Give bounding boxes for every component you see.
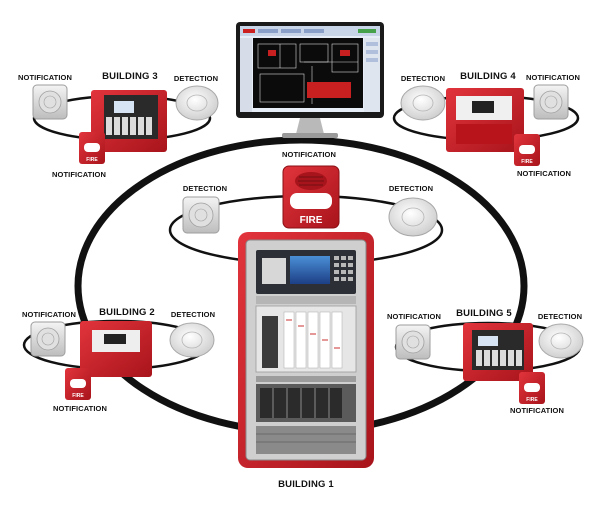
building1-smoke-detector	[388, 197, 438, 237]
monitor-workstation	[236, 22, 384, 138]
building4-smoke-detector	[400, 85, 446, 121]
building3-title: BUILDING 3	[102, 71, 158, 82]
notification-label-building2-strobe: NOTIFICATION	[53, 404, 107, 413]
detection-label-building1-left: DETECTION	[182, 184, 228, 193]
building2-title: BUILDING 2	[99, 307, 155, 318]
building2-speaker	[30, 321, 66, 357]
detection-label-building1-right: DETECTION	[388, 184, 434, 193]
building2-horn-strobe: FIRE	[65, 368, 91, 400]
central-horn-strobe: FIRE	[282, 165, 340, 229]
notification-label-building3-strobe: NOTIFICATION	[52, 170, 106, 179]
detection-label-building2: DETECTION	[170, 310, 216, 319]
building2-panel	[80, 321, 152, 377]
building5-horn-fire-text: FIRE	[526, 397, 538, 403]
building4-horn-strobe: FIRE	[514, 134, 540, 166]
building5-speaker	[395, 324, 431, 360]
notification-label-building4-speaker: NOTIFICATION	[526, 73, 580, 82]
building4-speaker	[533, 84, 569, 120]
building1-title: BUILDING 1	[278, 479, 334, 490]
building3-horn-strobe: FIRE	[79, 132, 105, 164]
notification-label-building5-speaker: NOTIFICATION	[387, 312, 441, 321]
detection-label-building4: DETECTION	[400, 74, 446, 83]
building2-horn-fire-text: FIRE	[72, 393, 84, 399]
building5-horn-strobe: FIRE	[519, 372, 545, 404]
notification-label-building5-strobe: NOTIFICATION	[510, 406, 564, 415]
building5-smoke-detector	[538, 323, 584, 359]
notification-label-monitor: NOTIFICATION	[282, 150, 336, 159]
detection-label-building5: DETECTION	[537, 312, 583, 321]
building3-horn-fire-text: FIRE	[86, 157, 98, 163]
building5-title: BUILDING 5	[456, 308, 512, 319]
building1-speaker	[182, 196, 220, 234]
building4-title: BUILDING 4	[460, 71, 516, 82]
notification-label-building3-speaker: NOTIFICATION	[18, 73, 72, 82]
detection-label-building3: DETECTION	[173, 74, 219, 83]
building4-horn-fire-text: FIRE	[521, 159, 533, 165]
building2-smoke-detector	[169, 322, 215, 358]
building5-panel	[463, 323, 533, 381]
building3-speaker	[32, 84, 68, 120]
building4-panel	[446, 88, 524, 152]
notification-label-building2-speaker: NOTIFICATION	[22, 310, 76, 319]
building3-smoke-detector	[175, 85, 219, 121]
building1-panel	[238, 232, 374, 468]
central-horn-fire-text: FIRE	[300, 215, 323, 226]
notification-label-building4-strobe: NOTIFICATION	[517, 169, 571, 178]
building3-panel	[91, 90, 167, 152]
